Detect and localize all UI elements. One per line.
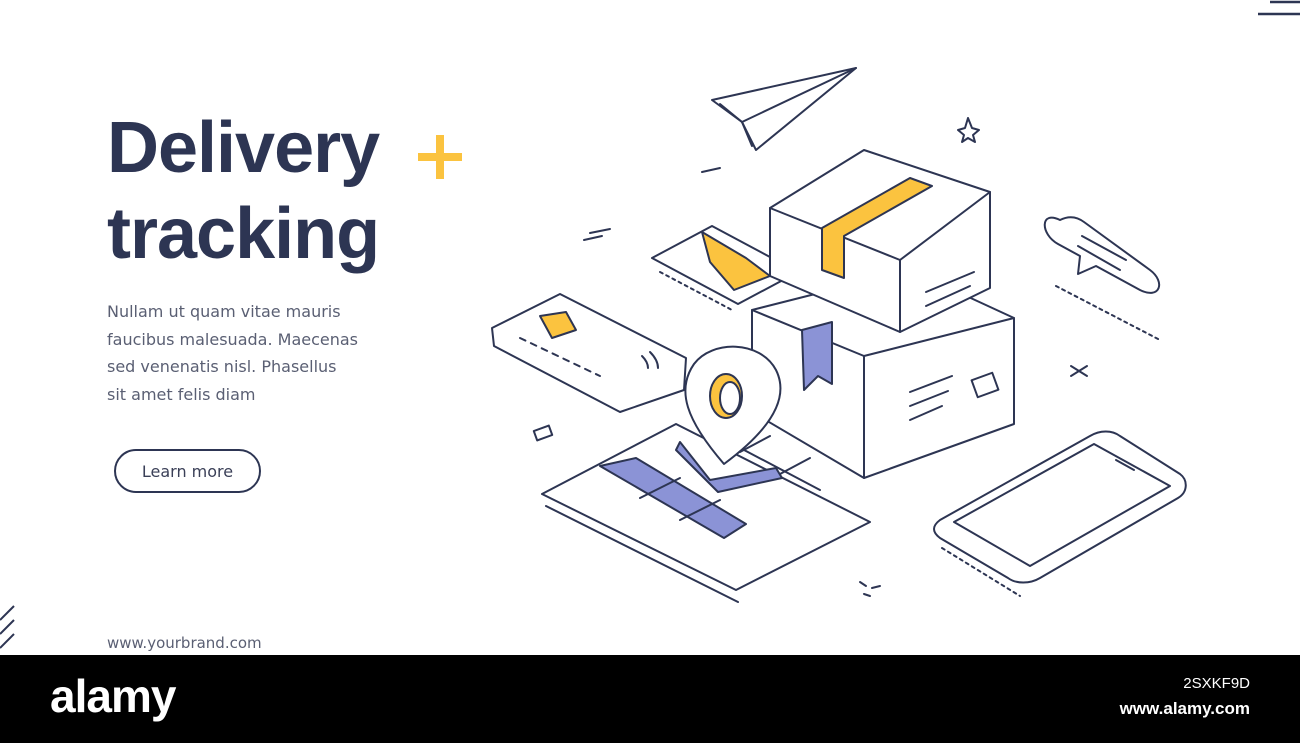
plus-icon <box>418 135 462 179</box>
description-line: Nullam ut quam vitae mauris <box>107 302 341 321</box>
paper-plane-icon <box>711 67 857 151</box>
package-icon <box>751 149 1015 479</box>
credit-card-icon <box>491 293 687 413</box>
sparkle-marks <box>532 167 1088 597</box>
description-line: sit amet felis diam <box>107 384 256 404</box>
stock-image-id: 2SXKF9D <box>1183 675 1250 692</box>
menu-icon[interactable] <box>1256 0 1300 18</box>
delivery-illustration <box>491 67 1187 603</box>
stock-logo: alamy <box>50 670 176 722</box>
description-line: faucibus malesuada. Maecenas <box>107 329 359 349</box>
hero-title-line-2: tracking <box>107 194 380 274</box>
location-pin-icon <box>684 345 782 465</box>
stock-footer-bar: alamy 2SXKF9D www.alamy.com <box>0 655 1300 743</box>
smartphone-icon <box>933 430 1187 597</box>
stock-site-url: www.alamy.com <box>1119 699 1250 718</box>
hero-section: Delivery tracking Nullam ut quam vitae m… <box>0 0 1300 652</box>
corner-decoration-lines <box>0 605 15 649</box>
brand-url-link[interactable]: www.yourbrand.com <box>107 634 262 652</box>
learn-more-button[interactable]: Learn more <box>114 449 261 493</box>
star-icon <box>957 117 980 143</box>
hero-description: Nullam ut quam vitae mauris faucibus mal… <box>107 298 407 408</box>
chat-bubble-icon <box>1043 216 1161 341</box>
hero-title-line-1: Delivery <box>107 108 380 188</box>
map-icon <box>541 423 871 603</box>
description-line: sed venenatis nisl. Phasellus <box>107 357 337 376</box>
